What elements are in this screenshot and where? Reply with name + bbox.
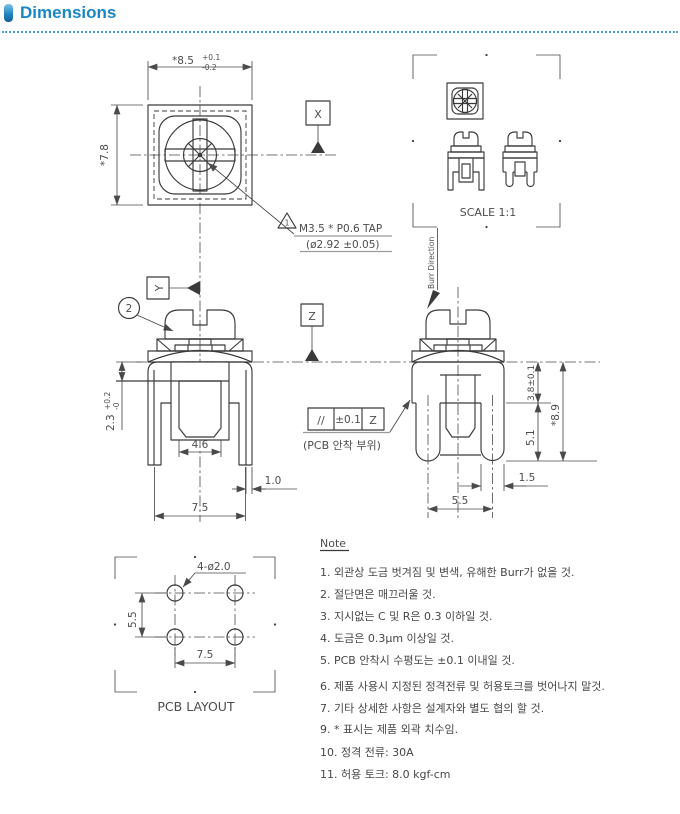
pcb-layout-title: PCB LAYOUT <box>157 699 235 714</box>
dim-lower: 5.1 <box>525 429 537 446</box>
note-item: 5. PCB 안착시 수평도는 ±0.1 이내일 것. <box>320 653 515 667</box>
scale-1-1-view: SCALE 1:1 <box>411 53 562 229</box>
feature-control-frame: // ±0.1 Z (PCB 안착 부위) <box>303 399 411 452</box>
fcf-datum: Z <box>369 414 377 427</box>
pcb-hole <box>226 628 244 646</box>
dim-depth-tol-dn: -0 <box>112 402 121 410</box>
fcf-note: (PCB 안착 부위) <box>303 439 381 452</box>
datum-y-label: Y <box>153 284 166 292</box>
burr-direction-label: Burr Direction <box>427 237 436 289</box>
pcb-hole <box>166 628 184 646</box>
mini-side-view <box>502 131 538 188</box>
datum-z-label: Z <box>308 310 316 323</box>
notes-section: Note 1. 외관상 도금 벗겨짐 및 변색, 유해한 Burr가 없을 것.… <box>320 537 605 781</box>
rounded-body-edge <box>158 115 242 195</box>
dim-leg: 1.5 <box>519 472 536 484</box>
note-item: 2. 절단면은 매끄러울 것. <box>320 588 436 601</box>
pcb-hole <box>226 584 244 602</box>
note-item: 7. 기타 상세한 사항은 설계자와 별도 협의 할 것. <box>320 702 544 715</box>
screw-center <box>197 152 203 158</box>
holes-label: 4-ø2.0 <box>197 561 231 573</box>
hidden-edge <box>153 110 247 200</box>
side-body <box>411 361 505 403</box>
note-item: 9. * 표시는 제품 외곽 치수임. <box>320 723 458 736</box>
pcb-layout: 4-ø2.0 5.5 7.5 PCB LAYOUT <box>113 555 277 714</box>
side-leg-left <box>415 403 441 462</box>
mini-top-view <box>446 82 484 120</box>
note-item: 6. 제품 사용시 지정된 정격전류 및 허용토크를 벗어나지 말것. <box>320 680 605 693</box>
side-leg-right <box>480 403 505 461</box>
notes-title: Note <box>320 537 346 550</box>
side-view: Burr Direction Z <box>300 228 597 520</box>
front-body <box>147 361 253 466</box>
dim-pitch: 5.5 <box>452 495 469 507</box>
screw-head <box>164 309 236 340</box>
fcf-symbol: // <box>317 414 325 427</box>
dim-width-tol-dn: -0.2 <box>202 63 217 72</box>
dim-depth: 2.3 <box>105 414 117 431</box>
balloon-2-circle <box>117 296 141 320</box>
dim-width: *8.5 <box>172 55 194 67</box>
pcb-hole <box>166 584 184 602</box>
datum-x-label: X <box>314 108 322 121</box>
note-item: 10. 정격 전류: 30A <box>320 746 414 759</box>
dim-slot: 4.6 <box>192 439 209 451</box>
top-view: *8.5 +0.1 -0.2 *7.8 X 1 M3.5 * P0.6 TAP … <box>99 53 392 522</box>
screw-circle <box>182 137 218 173</box>
side-slot <box>445 375 476 438</box>
dim-span: 7.5 <box>192 502 209 514</box>
page-title: Dimensions <box>20 3 117 22</box>
tap-label: M3.5 * P0.6 TAP <box>299 223 382 235</box>
dim-thickness: 1.0 <box>265 475 282 487</box>
note-item: 1. 외관상 도금 벗겨짐 및 변색, 유해한 Burr가 없을 것. <box>320 565 575 579</box>
dim-total: *8.9 <box>550 404 562 426</box>
mini-front-view <box>447 131 485 191</box>
balloon-1-label: 1 <box>285 219 290 228</box>
datum-z-triangle <box>305 349 319 361</box>
balloon-1-triangle <box>277 212 297 229</box>
header-accent-bar <box>4 4 13 22</box>
dim-depth-tol-up: +0.2 <box>103 392 112 410</box>
note-item: 4. 도금은 0.3µm 이상일 것. <box>320 631 454 645</box>
datum-x-triangle <box>311 141 325 153</box>
datum-y-triangle <box>187 281 200 295</box>
dim-upper: 3.8±0.1 <box>527 365 537 401</box>
tap-sub-label: (ø2.92 ±0.05) <box>306 239 380 251</box>
front-view: Y 2 <box>103 276 600 521</box>
page-header: Dimensions <box>0 0 680 26</box>
balloon-2-label: 2 <box>126 303 133 315</box>
slot-vertical <box>192 118 208 192</box>
top-view-outline <box>147 104 253 206</box>
wire-slot <box>178 380 222 438</box>
screw-head-side <box>425 309 491 340</box>
fcf-tolerance: ±0.1 <box>335 414 361 426</box>
scale-label: SCALE 1:1 <box>460 206 516 219</box>
slot-horizontal <box>164 148 236 162</box>
tap-leader <box>207 162 295 235</box>
note-item: 3. 지시없는 C 및 R은 0.3 이하일 것. <box>320 609 492 623</box>
dim-height: *7.8 <box>99 144 111 166</box>
dim-width-tol-up: +0.1 <box>202 53 220 62</box>
note-item: 11. 허용 토크: 8.0 kgf-cm <box>320 768 451 781</box>
burr-direction-arrow <box>427 290 440 309</box>
pcb-dim-h: 7.5 <box>197 649 214 661</box>
header-divider <box>2 31 678 33</box>
pcb-dim-v: 5.5 <box>127 611 139 628</box>
